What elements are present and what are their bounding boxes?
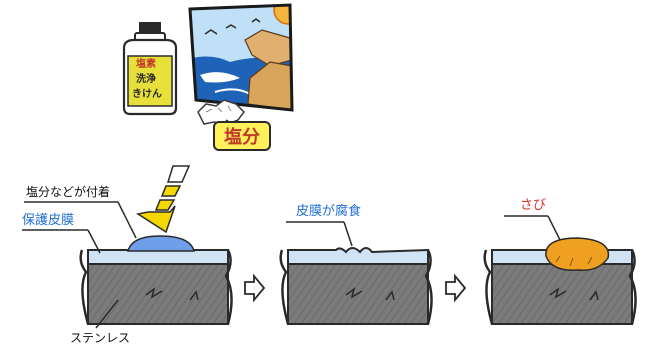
salt-attached-label: 塩分などが付着 — [26, 185, 111, 199]
film-corroded-label: 皮膜が腐食 — [296, 204, 362, 219]
flow-arrow-icon — [445, 273, 467, 303]
seaside-picture-icon — [188, 3, 294, 112]
spray-bottle-icon — [122, 22, 178, 116]
salt-crystal-icon — [197, 99, 245, 125]
bottle-label-line3: きけん — [132, 89, 162, 100]
stage-2-diagram — [279, 221, 433, 325]
stage-3-diagram — [483, 215, 637, 325]
protective-film-layer-1 — [87, 249, 229, 265]
salt-tag: 塩分 — [213, 121, 271, 151]
rust-label: さび — [520, 198, 547, 213]
bottle-label-line1: 塩素 — [136, 59, 156, 70]
protective-film-label: 保護皮膜 — [22, 213, 75, 228]
bottle-label-line2: 洗浄 — [136, 74, 156, 85]
stage-1-diagram — [22, 201, 233, 329]
flow-arrow-icon — [244, 273, 266, 303]
arrow-down-icon — [136, 165, 191, 234]
stainless-label: ステンレス — [70, 331, 131, 345]
rust-blob — [545, 237, 610, 271]
salt-deposit — [127, 235, 195, 252]
corroded-film-layer — [287, 247, 429, 265]
salt-tag-text: 塩分 — [224, 127, 260, 148]
